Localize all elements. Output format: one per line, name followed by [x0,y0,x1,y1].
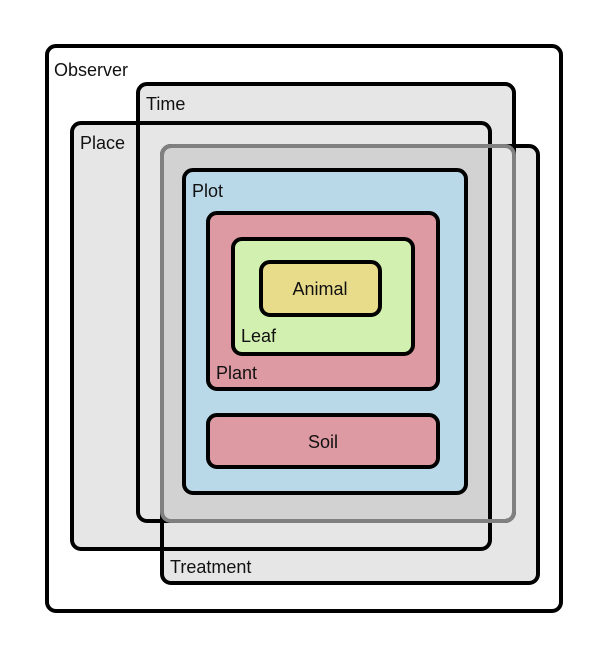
plant-label: Plant [216,363,257,383]
place-label: Place [80,133,125,153]
animal-label: Animal [292,279,347,299]
soil-box [206,413,440,469]
treatment-label: Treatment [170,557,251,577]
leaf-label: Leaf [241,326,277,346]
time-label: Time [146,94,185,114]
soil-label: Soil [308,432,338,452]
plot-label: Plot [192,181,223,201]
treatment-box-inner-edge [160,144,516,523]
place-box [70,121,492,551]
observer-label: Observer [54,60,128,80]
animal-box [259,260,382,317]
